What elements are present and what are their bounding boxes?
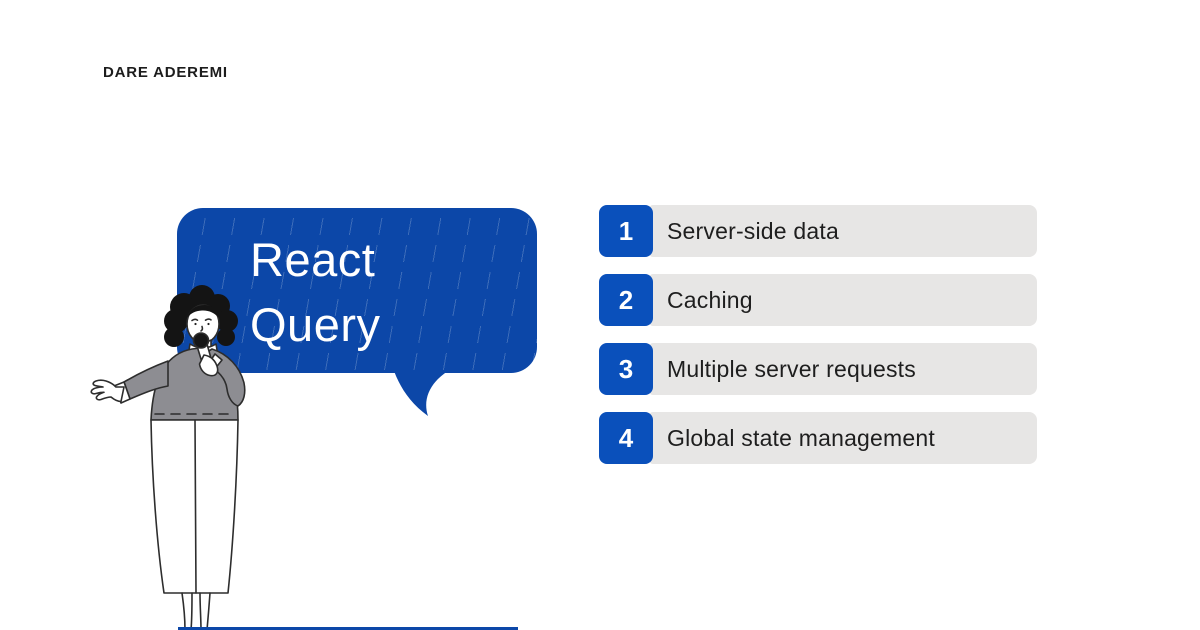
list-item-bar: Caching (649, 274, 1037, 326)
list-item-label: Server-side data (667, 217, 839, 244)
list-item: 2 Caching (599, 274, 1037, 326)
list-item-number: 1 (618, 215, 634, 246)
list-item-bar: Multiple server requests (649, 343, 1037, 395)
author-name: DARE ADEREMI (103, 64, 228, 81)
list-item: 4 Global state management (599, 412, 1037, 464)
list-item-number-badge: 4 (599, 412, 653, 464)
list-item-number: 2 (618, 284, 634, 315)
list-item-number-badge: 2 (599, 274, 653, 326)
list-item-number-badge: 3 (599, 343, 653, 395)
list-item-number: 3 (618, 353, 634, 384)
bottom-accent-bar (178, 627, 518, 630)
presenter-illustration (90, 285, 246, 630)
bubble-title: React Query (177, 208, 537, 358)
speech-bubble: React Query (177, 208, 537, 373)
list-item-label: Caching (667, 286, 753, 313)
list-item-label: Multiple server requests (667, 355, 916, 382)
list-item-label: Global state management (667, 424, 935, 451)
list-item-bar: Server-side data (649, 205, 1037, 257)
list-item: 1 Server-side data (599, 205, 1037, 257)
list-item-bar: Global state management (649, 412, 1037, 464)
list-item-number-badge: 1 (599, 205, 653, 257)
topics-list: 1 Server-side data 2 Caching 3 Multiple … (599, 205, 1037, 481)
list-item: 3 Multiple server requests (599, 343, 1037, 395)
bubble-title-line1: React (250, 233, 376, 286)
list-item-number: 4 (618, 422, 634, 453)
speech-bubble-tail-icon (394, 371, 448, 416)
bubble-title-line2: Query (250, 297, 381, 351)
